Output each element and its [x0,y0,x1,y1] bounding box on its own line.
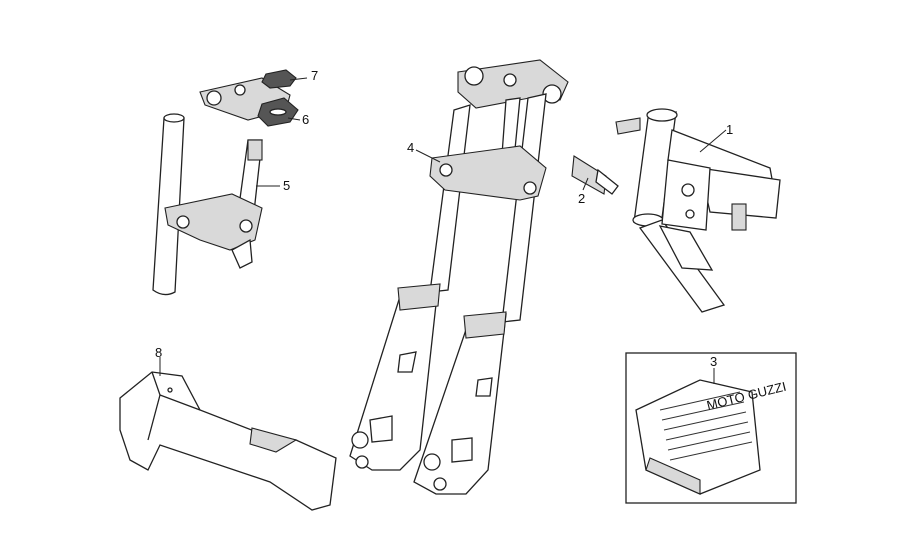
callout-2: 2 [578,191,585,206]
callout-8: 8 [155,345,162,360]
callout-5: 5 [283,178,290,193]
callout-3: 3 [710,354,717,369]
front-fender [119,371,337,511]
callout-1: 1 [726,122,733,137]
callout-7: 7 [311,68,318,83]
inset-cover-detail: MOTO GUZZI [625,352,797,504]
front-fork-assembly [349,59,569,495]
steering-stem-assembly [152,69,299,296]
callout-6: 6 [302,112,309,127]
leader-lines [159,77,727,384]
frame-section [571,108,781,313]
callout-4: 4 [407,140,414,155]
